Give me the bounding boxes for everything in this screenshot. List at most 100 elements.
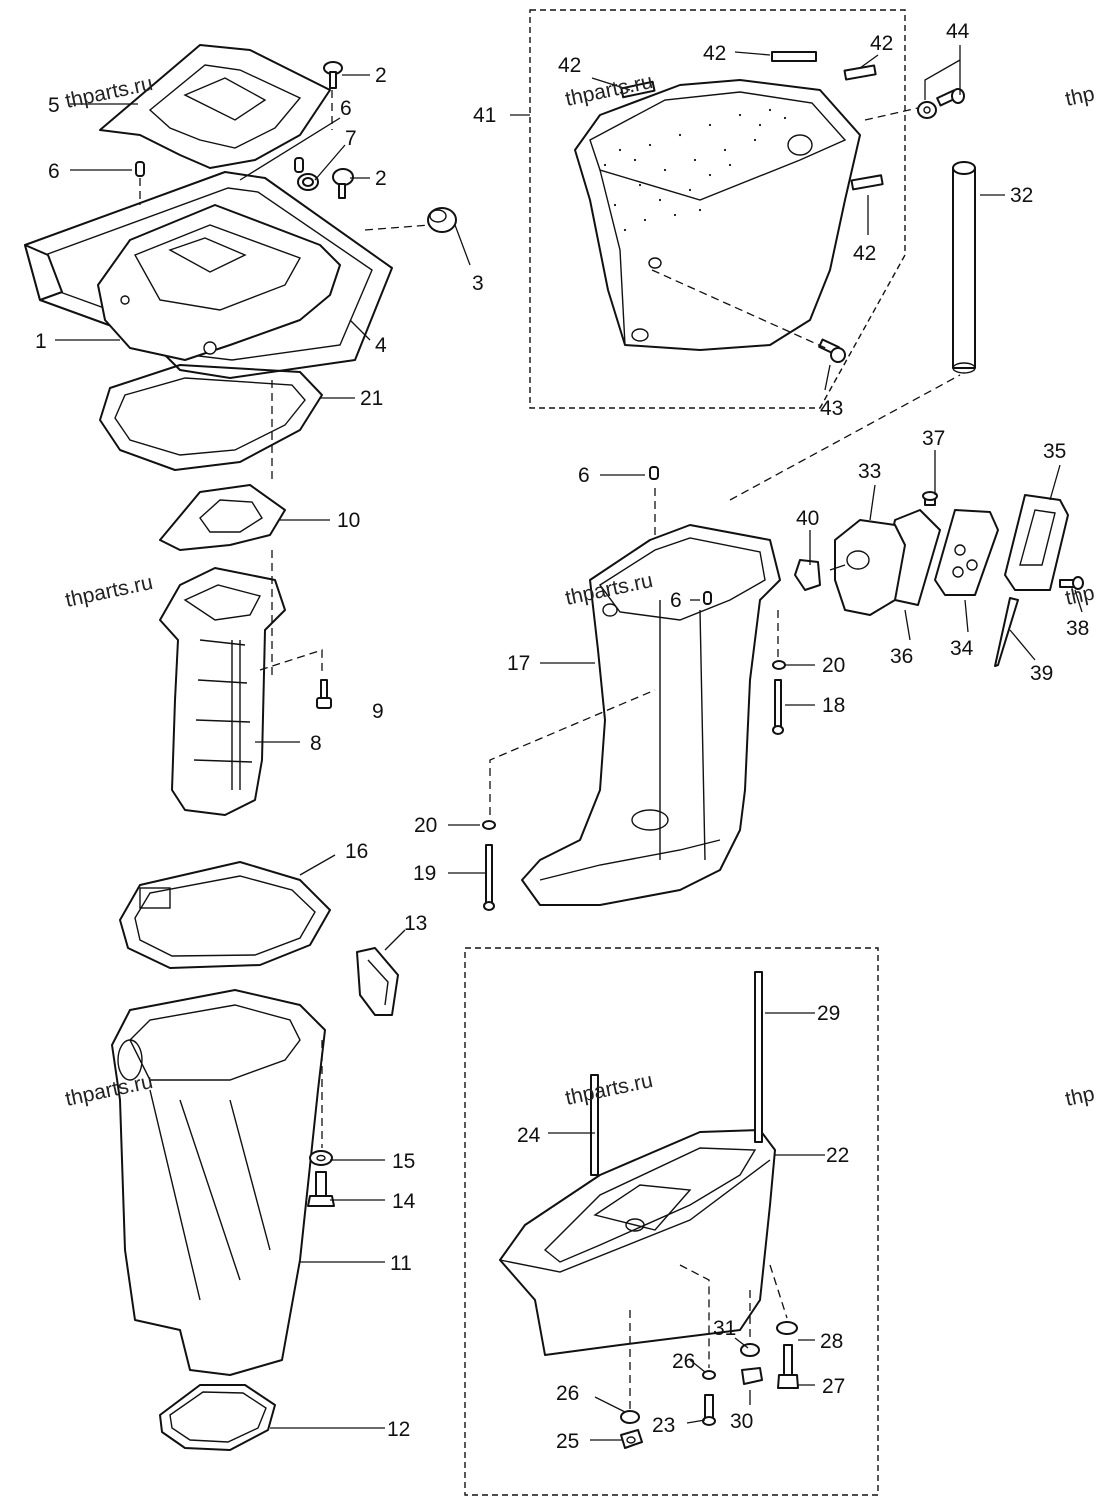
- part-6-pin-case: [703, 591, 712, 605]
- callout-3: 3: [472, 272, 484, 295]
- callout-14: 14: [392, 1190, 416, 1213]
- part-29-stud: [754, 971, 763, 1143]
- part-1-exhaust-guide: [97, 204, 341, 361]
- part-22-lower-casing: [499, 1129, 776, 1356]
- callout-6-a: 6: [48, 160, 60, 183]
- watermark-mid-right: thp: [1063, 581, 1096, 610]
- part-7-bolt: [297, 173, 319, 191]
- part-27-bolt: [777, 1344, 799, 1389]
- part-6-pin-upper: [294, 157, 304, 173]
- part-42-strip-a: [620, 80, 656, 99]
- callout-7: 7: [345, 127, 357, 150]
- callout-5: 5: [48, 94, 60, 117]
- part-24-stud: [590, 1074, 599, 1176]
- part-23-bolt: [702, 1394, 716, 1426]
- part-18-bolt: [772, 679, 784, 735]
- callout-42-a: 42: [558, 54, 581, 77]
- callout-38: 38: [1066, 617, 1089, 640]
- part-9-bolt: [316, 679, 332, 709]
- callout-39: 39: [1030, 662, 1053, 685]
- part-6-pin-case-top: [649, 466, 659, 480]
- part-41-upper-casing: [574, 79, 861, 351]
- part-44-screw-washer: [917, 88, 965, 119]
- part-30-nut: [741, 1367, 763, 1385]
- part-40-grommet: [794, 559, 821, 591]
- callout-44: 44: [946, 20, 970, 43]
- watermark-top-right: thp: [1063, 82, 1096, 111]
- callout-40: 40: [796, 507, 819, 530]
- callout-42-b: 42: [703, 42, 726, 65]
- callout-26-b: 26: [556, 1382, 579, 1405]
- callout-29: 29: [817, 1002, 840, 1025]
- part-2-bolt-mid: [332, 168, 354, 199]
- callout-16: 16: [345, 840, 368, 863]
- part-17-drive-case: [521, 524, 781, 906]
- callout-24: 24: [517, 1124, 541, 1147]
- part-8-exhaust-manifold: [159, 567, 286, 816]
- callout-41: 41: [473, 104, 496, 127]
- callout-28: 28: [820, 1330, 843, 1353]
- callout-23: 23: [652, 1414, 675, 1437]
- leader-lines: [55, 45, 1083, 1441]
- callout-15: 15: [392, 1150, 415, 1173]
- part-21-gasket: [99, 364, 323, 471]
- callout-6-c: 6: [578, 464, 590, 487]
- part-42-strip-d: [850, 174, 884, 191]
- callout-6-d: 6: [670, 589, 682, 612]
- callout-33: 33: [858, 460, 881, 483]
- callout-18: 18: [822, 694, 845, 717]
- callout-30: 30: [730, 1410, 753, 1433]
- part-19-bolt: [483, 844, 495, 911]
- part-16-gasket: [119, 861, 331, 969]
- part-39-pin: [994, 597, 1019, 667]
- part-2-bolt-top: [323, 61, 343, 89]
- part-6-pin-left: [135, 161, 145, 177]
- part-20-washer-lower: [482, 820, 496, 830]
- part-3-grommet: [427, 207, 457, 233]
- watermark-lower-center: thparts.ru: [563, 1069, 655, 1110]
- callout-20-lower: 20: [414, 814, 437, 837]
- part-37-screw: [922, 491, 938, 506]
- callout-26-a: 26: [672, 1350, 695, 1373]
- callout-17: 17: [507, 652, 530, 675]
- part-34-cover: [934, 509, 999, 596]
- part-33-housing: [829, 519, 906, 616]
- part-10-plate: [159, 484, 286, 551]
- callout-19: 19: [413, 862, 436, 885]
- part-31-washer: [740, 1343, 760, 1357]
- part-25-nut: [620, 1429, 643, 1449]
- callout-37: 37: [922, 427, 945, 450]
- callout-12: 12: [387, 1418, 410, 1441]
- callout-35: 35: [1043, 440, 1066, 463]
- callout-34: 34: [950, 637, 974, 660]
- callout-11: 11: [390, 1252, 412, 1275]
- callout-2-top: 2: [375, 64, 387, 87]
- callout-31: 31: [713, 1317, 736, 1340]
- callout-6-b: 6: [340, 97, 352, 120]
- callout-8: 8: [310, 732, 322, 755]
- callout-25: 25: [556, 1430, 579, 1453]
- part-26-washer-a: [702, 1370, 716, 1380]
- callout-20-upper: 20: [822, 654, 845, 677]
- part-32-tube: [952, 161, 976, 374]
- part-42-strip-b: [771, 51, 817, 62]
- callout-labels: 1 2 2 3 4 5 6 6 6 6 7 8 9 10 11 12 13 14…: [35, 20, 1089, 1453]
- part-12-gasket: [159, 1384, 276, 1451]
- callout-4: 4: [375, 334, 387, 357]
- part-38-screw: [1059, 576, 1084, 590]
- part-42-strip-c: [843, 64, 877, 81]
- part-35-cover: [1004, 494, 1069, 591]
- callout-42-d: 42: [853, 242, 876, 265]
- callout-22: 22: [826, 1144, 849, 1167]
- watermark-lower-right: thp: [1063, 1082, 1096, 1111]
- callout-32: 32: [1010, 184, 1033, 207]
- part-5-top-plate: [99, 44, 331, 169]
- part-15-washer: [309, 1150, 333, 1166]
- callout-10: 10: [337, 509, 360, 532]
- alignment-lines: [139, 90, 961, 1410]
- callout-2-mid: 2: [375, 167, 387, 190]
- callout-27: 27: [822, 1375, 845, 1398]
- callout-9: 9: [372, 700, 384, 723]
- group-box-upper-casing: [529, 9, 906, 409]
